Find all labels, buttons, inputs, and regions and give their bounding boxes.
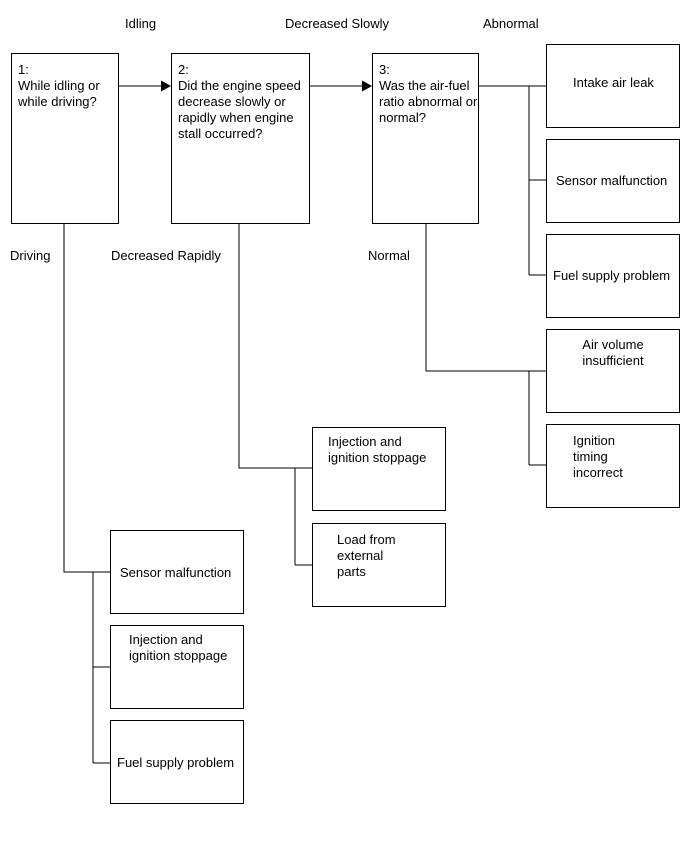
label-decreased-slowly: Decreased Slowly bbox=[285, 16, 390, 31]
question-text: While idling or while driving? bbox=[18, 78, 100, 109]
label-driving: Driving bbox=[10, 248, 51, 263]
question-box-3: 3: Was the air-fuel ratio abnormal or no… bbox=[372, 53, 479, 224]
result-sensor-malfunction-abnormal: Sensor malfunction bbox=[546, 139, 680, 223]
result-fuel-supply-problem-driving: Fuel supply problem bbox=[110, 720, 244, 804]
connector-normal-branch bbox=[425, 224, 546, 466]
question-text: Did the engine speed decrease slowly or … bbox=[178, 78, 301, 141]
connector-abnormal-branch bbox=[479, 85, 546, 276]
result-injection-ignition-stoppage-rapid: Injection and ignition stoppage bbox=[312, 427, 446, 511]
result-intake-air-leak: Intake air leak bbox=[546, 44, 680, 128]
label-abnormal: Abnormal bbox=[483, 16, 539, 31]
result-air-volume-insufficient: Air volume insufficient bbox=[546, 329, 680, 413]
arrowhead-q3 bbox=[362, 80, 372, 92]
question-box-1: 1: While idling or while driving? bbox=[11, 53, 119, 224]
question-box-2: 2: Did the engine speed decrease slowly … bbox=[171, 53, 310, 224]
result-ignition-timing-incorrect: Ignition timing incorrect bbox=[546, 424, 680, 508]
question-number: 2: bbox=[178, 62, 189, 77]
question-text: Was the air-fuel ratio abnormal or norma… bbox=[379, 78, 478, 125]
connector-driving-branch bbox=[63, 224, 110, 764]
connector-rapid-branch bbox=[238, 224, 312, 566]
label-decreased-rapidly: Decreased Rapidly bbox=[111, 248, 221, 263]
label-idling: Idling bbox=[125, 16, 157, 31]
result-fuel-supply-problem-abnormal: Fuel supply problem bbox=[546, 234, 680, 318]
question-number: 1: bbox=[18, 62, 29, 77]
result-load-from-external-parts: Load from external parts bbox=[312, 523, 446, 607]
result-injection-ignition-stoppage-driving: Injection and ignition stoppage bbox=[110, 625, 244, 709]
arrowhead-q2 bbox=[161, 80, 171, 92]
label-normal: Normal bbox=[368, 248, 410, 263]
result-sensor-malfunction-driving: Sensor malfunction bbox=[110, 530, 244, 614]
question-number: 3: bbox=[379, 62, 390, 77]
